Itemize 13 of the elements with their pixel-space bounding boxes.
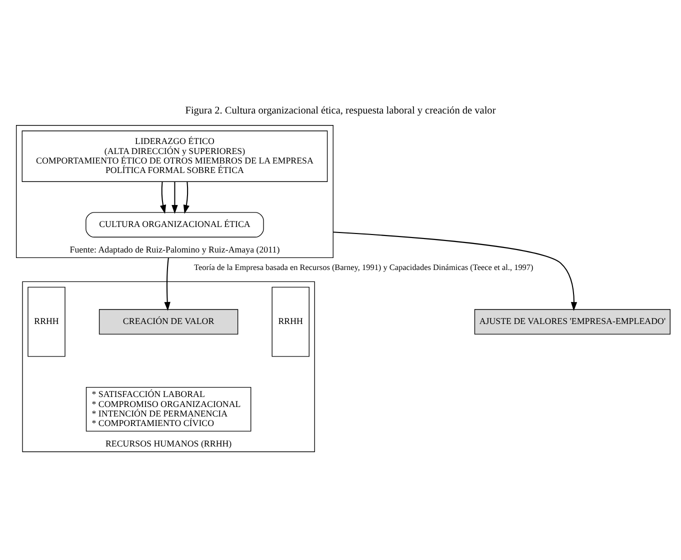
node-box: CULTURA ORGANIZACIONAL ÉTICA [86, 212, 264, 238]
node-box: AJUSTE DE VALORES 'EMPRESA-EMPLEADO' [474, 309, 670, 335]
arrow [172, 182, 178, 214]
arrow [183, 182, 190, 214]
node-box: RRHH [272, 286, 310, 357]
node-box: * SATISFACCIÓN LABORAL * COMPROMISO ORGANIZACIONAL * INTENCIÓN DE PERMANENCIA * COMPORTAMIENTO CÍVICO [86, 386, 252, 432]
arrow [164, 258, 170, 311]
arrow [160, 182, 166, 214]
node-box: LIDERAZGO ÉTICO (ALTA DIRECCIÓN y SUPERIORES) COMPORTAMIENTO ÉTICO DE OTROS MIEMBROS DE LA EMPRESA POLÍTICA FORMAL SOBRE ÉTICA [22, 130, 328, 182]
arrow [333, 232, 578, 311]
diagram-title: Figura 2. Cultura organizacional ética, respuesta laboral y creación de valor [185, 106, 496, 117]
node-box: CREACIÓN DE VALOR [98, 309, 238, 335]
node-box: RRHH [28, 286, 66, 357]
